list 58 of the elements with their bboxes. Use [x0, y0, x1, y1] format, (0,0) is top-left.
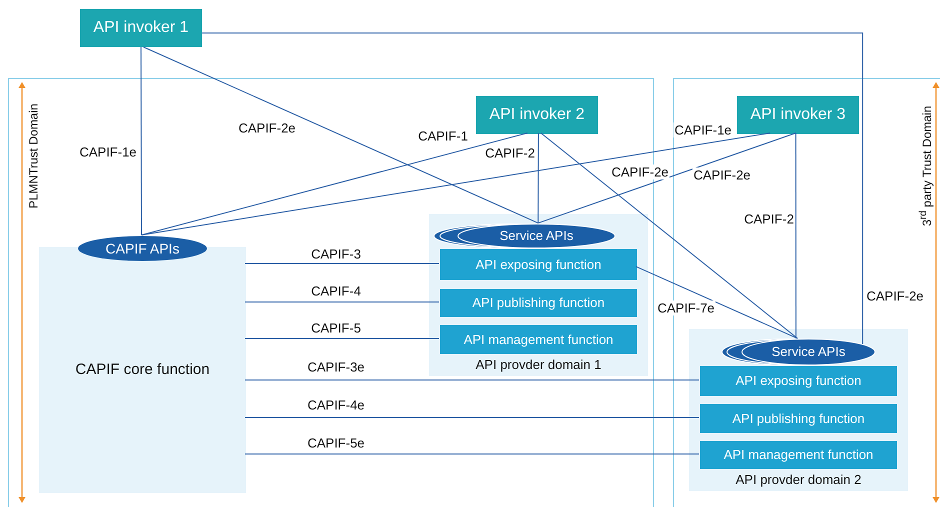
edge-label: CAPIF-2e [237, 120, 297, 136]
connector-line [538, 132, 796, 224]
connector-line [141, 132, 528, 236]
edge-label: CAPIF-3e [306, 360, 366, 374]
connector-line [244, 417, 700, 418]
domain-name: API provder domain 2 [734, 472, 862, 487]
domain-name: API provder domain 1 [474, 358, 602, 372]
api-invoker-box [476, 96, 598, 134]
function-label: API management function [462, 332, 614, 347]
edge-label: CAPIF-2e [692, 168, 752, 182]
function-box [700, 441, 897, 469]
function-box [440, 249, 637, 280]
edge-label: CAPIF-1 [417, 128, 469, 144]
provider-domain-panel [429, 214, 648, 376]
api-invoker-box [80, 9, 202, 47]
service-apis-ellipse [721, 338, 876, 366]
function-label: API publishing function [471, 296, 606, 310]
connector-line [244, 338, 440, 339]
connector-line [538, 132, 539, 224]
invoker-label: API invoker 1 [92, 19, 190, 37]
edge-label: CAPIF-5e [306, 436, 366, 450]
connector-line [636, 266, 798, 339]
edge-label: CAPIF-2 [743, 212, 795, 226]
edge-label: CAPIF-2e [610, 164, 670, 180]
provider-domain-panel [689, 329, 908, 491]
edge-label: CAPIF-5 [310, 320, 362, 336]
invoker-label: API invoker 3 [749, 106, 847, 124]
connector-line [141, 132, 771, 236]
edge-label: CAPIF-1e [78, 144, 138, 160]
ellipse-label: Service APIs [770, 344, 846, 360]
function-box [440, 325, 637, 354]
function-box [700, 366, 897, 396]
function-label: API exposing function [734, 374, 862, 388]
edge-label: CAPIF-3 [310, 246, 362, 262]
invoker-label: API invoker 2 [488, 106, 586, 124]
connector-line [142, 46, 539, 224]
edge-label: CAPIF-4 [310, 284, 362, 298]
api-invoker-box [737, 96, 859, 134]
connector-line [202, 32, 864, 344]
function-label: API exposing function [474, 257, 602, 272]
function-box [700, 404, 897, 433]
edge-label: CAPIF-7e [656, 300, 716, 316]
function-label: API publishing function [731, 411, 866, 426]
function-label: API management function [722, 448, 874, 462]
domain-label: PLMNTrust Domain [27, 104, 41, 208]
connector-line [540, 132, 798, 339]
function-box [440, 289, 637, 317]
core-function-label: CAPIF core function [74, 362, 211, 378]
ellipse-label: Service APIs [498, 228, 574, 244]
connector-line [795, 132, 796, 339]
edge-label: CAPIF-4e [306, 398, 366, 412]
edge-label: CAPIF-2e [865, 288, 925, 304]
connector-line [244, 263, 440, 264]
service-apis-ellipse [433, 223, 616, 249]
edge-label: CAPIF-1e [673, 122, 733, 138]
ellipse-label: CAPIF APIs [104, 240, 180, 256]
edge-label: CAPIF-2 [484, 146, 536, 160]
connector-line [140, 46, 142, 236]
